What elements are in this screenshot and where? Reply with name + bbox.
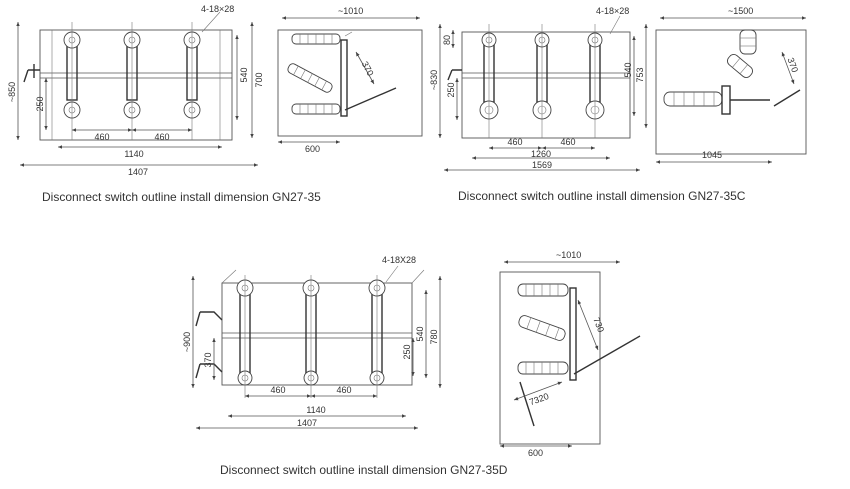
gn27-35-side-dim-600: 600: [305, 144, 320, 154]
gn27-35d-caption: Disconnect switch outline install dimens…: [220, 463, 508, 477]
gn27-35c-side-insulator-upper: [739, 29, 757, 55]
gn27-35-dim-height: ~850: [7, 82, 17, 102]
gn27-35c-dim-holes: 4-18×28: [596, 6, 629, 16]
gn27-35c-front-view: ~830 80 250 540 753 460 460 1260 1569 4-…: [429, 6, 648, 172]
gn27-35c-dim-1569: 1569: [532, 160, 552, 170]
gn27-35-side-insulator-mid: [287, 63, 333, 93]
gn27-35c-side-view: ~1500 370 1045: [655, 6, 807, 164]
gn27-35c-dim-753: 753: [635, 67, 645, 82]
gn27-35d-side-insulator-upper: [517, 283, 569, 297]
gn27-35-pole-3: [183, 22, 201, 140]
gn27-35c-side-dim-1045: 1045: [702, 150, 722, 160]
gn27-35d-side-dim-top: ~1010: [556, 250, 581, 260]
gn27-35-side-dim-370: 370: [360, 60, 376, 78]
gn27-35-caption: Disconnect switch outline install dimens…: [42, 190, 321, 204]
gn27-35c-side-dim-top: ~1500: [728, 6, 753, 16]
gn27-35-side-insulator-lower: [291, 103, 341, 115]
gn27-35c-dim-540: 540: [623, 62, 633, 77]
gn27-35d-dim-1407: 1407: [297, 418, 317, 428]
gn27-35-dim-1140: 1140: [124, 149, 143, 159]
gn27-35d-side-insulator-lower: [517, 361, 569, 375]
gn27-35c-dim-250: 250: [446, 82, 456, 97]
gn27-35d-front-view: ~900 370 250 540 780 460 460 1140 1407 4…: [182, 255, 442, 430]
gn27-35d-dim-250: 250: [402, 344, 412, 359]
gn27-35c-pole-3: [585, 24, 605, 138]
gn27-35d-dim-height: ~900: [182, 332, 192, 352]
gn27-35c-side-insulator-mid: [727, 53, 753, 79]
gn27-35-dim-700: 700: [254, 72, 264, 87]
gn27-35d-dim-holes: 4-18X28: [382, 255, 416, 265]
gn27-35c-dim-460b: 460: [560, 137, 575, 147]
gn27-35-dim-460a: 460: [94, 132, 109, 142]
gn27-35-pole-2: [123, 22, 141, 140]
gn27-35-dim-460b: 460: [154, 132, 169, 142]
gn27-35d-side-dim-600: 600: [528, 448, 543, 458]
gn27-35c-dim-460a: 460: [507, 137, 522, 147]
gn27-35-front-view: ~850 250 540 700 460 460 1140 1407 4-18×…: [7, 4, 264, 177]
gn27-35-dim-250: 250: [35, 96, 45, 111]
gn27-35d-dim-460a: 460: [270, 385, 285, 395]
gn27-35d-pole-2: [302, 275, 320, 398]
gn27-35c-dim-1260: 1260: [531, 149, 551, 159]
gn27-35d-dim-370: 370: [203, 352, 213, 367]
gn27-35-side-dim-top: ~1010: [338, 6, 363, 16]
gn27-35d-pole-3: [368, 275, 386, 398]
gn27-35d-dim-460b: 460: [336, 385, 351, 395]
gn27-35-dim-540: 540: [239, 67, 249, 82]
gn27-35-dim-1407: 1407: [128, 167, 148, 177]
gn27-35-dim-holes: 4-18×28: [201, 4, 234, 14]
gn27-35d-dim-540: 540: [415, 326, 425, 341]
gn27-35c-caption: Disconnect switch outline install dimens…: [458, 189, 746, 203]
gn27-35c-side-insulator-horizontal: [663, 91, 723, 107]
gn27-35c-pole-2: [532, 24, 552, 138]
gn27-35c-dim-height: ~830: [429, 70, 439, 90]
gn27-35d-pole-1: [236, 275, 254, 398]
gn27-35-side-insulator-upper: [291, 33, 341, 45]
gn27-35d-dim-1140: 1140: [306, 405, 325, 415]
gn27-35-side-view: ~1010 370 600: [277, 6, 423, 154]
gn27-35c-pole-1: [479, 24, 499, 138]
gn27-35d-dim-780: 780: [429, 329, 439, 344]
gn27-35d-side-insulator-mid: [518, 315, 566, 341]
gn27-35d-side-view: ~1010 730 7320 600: [499, 250, 641, 458]
gn27-35-pole-1: [63, 22, 81, 140]
gn27-35c-dim-80: 80: [442, 35, 452, 45]
gn27-35d-side-dim-730: 730: [591, 316, 606, 334]
gn27-35c-side-dim-370: 370: [786, 56, 801, 74]
